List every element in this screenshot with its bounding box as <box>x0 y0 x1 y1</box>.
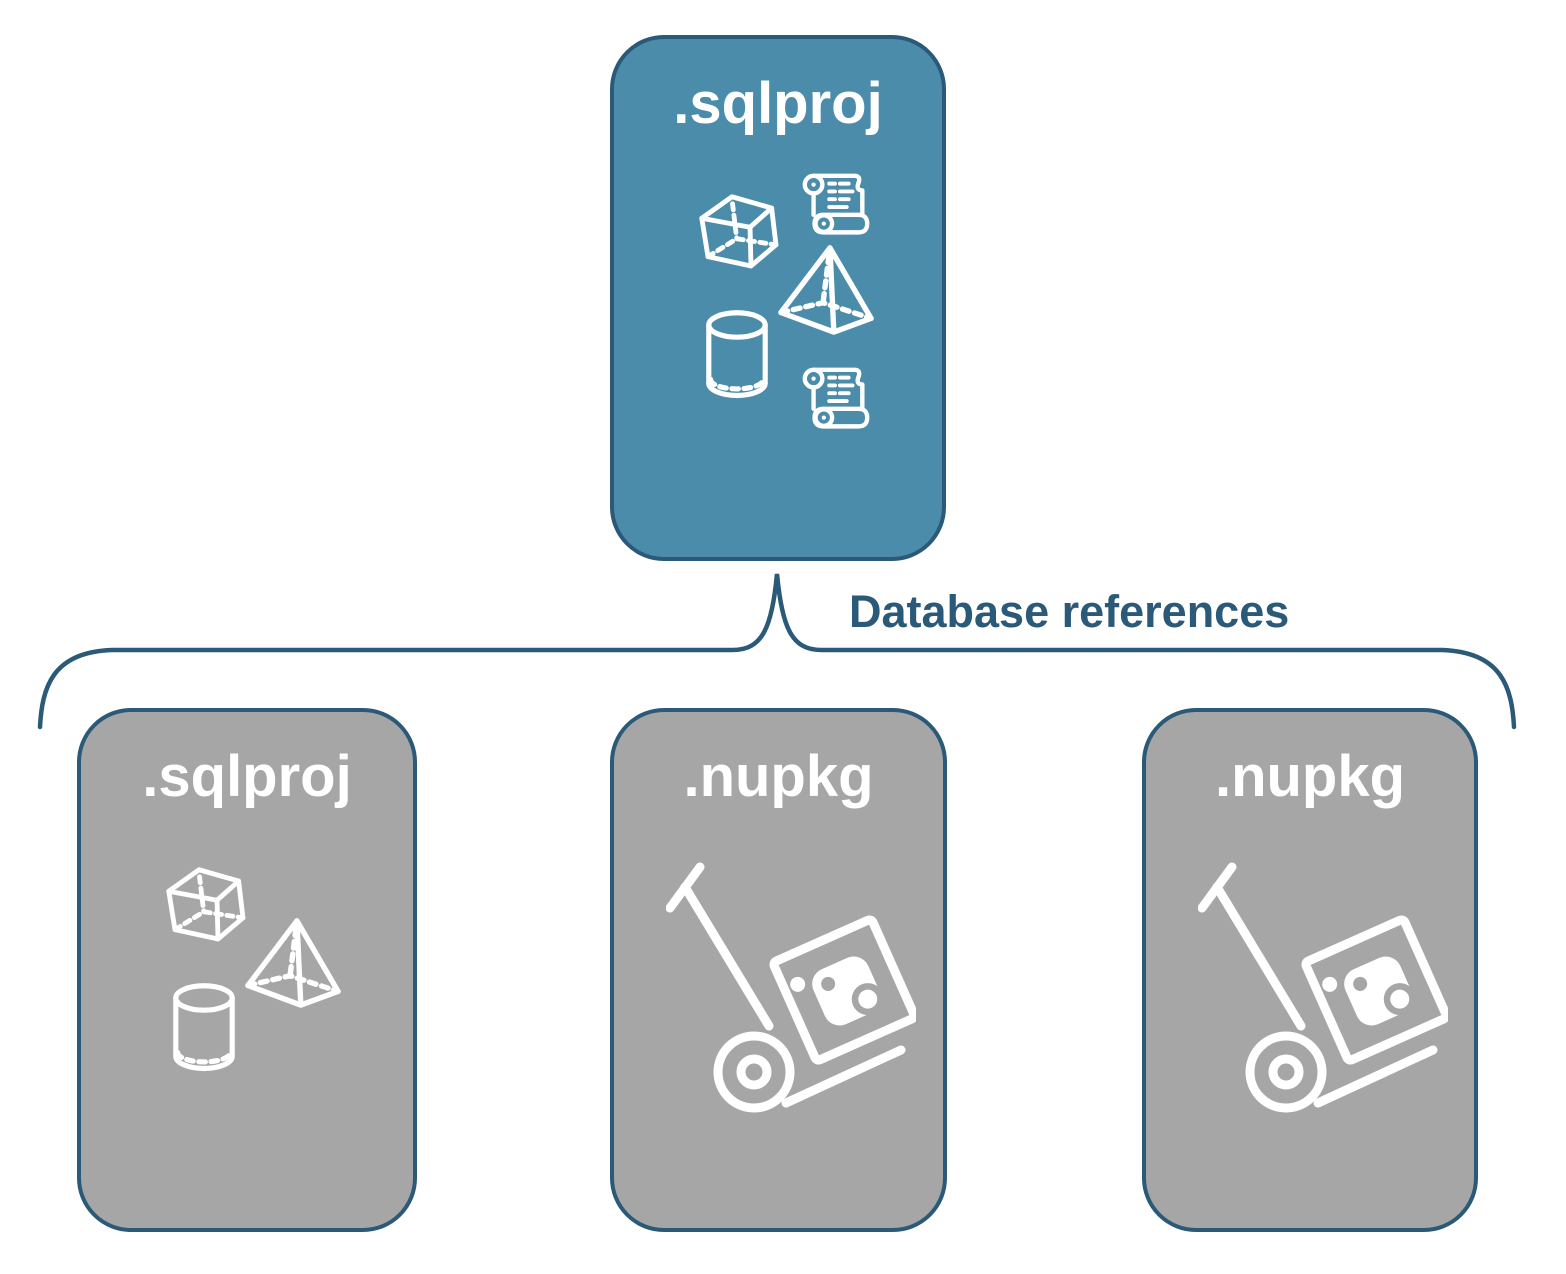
script-scroll-icon <box>797 169 875 247</box>
database-references-label: Database references <box>849 586 1290 637</box>
node-title: .sqlproj <box>142 744 352 809</box>
nuget-dolly-icon <box>666 862 916 1122</box>
node-title: .nupkg <box>1214 744 1406 809</box>
node-sqlproj-child: .sqlproj <box>77 708 417 1232</box>
nuget-dolly-icon <box>1198 862 1448 1122</box>
node-sqlproj-root: .sqlproj <box>610 35 946 561</box>
script-scroll-icon <box>797 363 875 441</box>
database-references-brace <box>37 573 1517 730</box>
cylinder-icon <box>704 309 770 403</box>
cylinder-icon <box>171 982 237 1076</box>
node-nupkg-child-1: .nupkg <box>610 708 947 1232</box>
node-title: .sqlproj <box>673 71 883 136</box>
cube-icon <box>163 864 251 952</box>
pyramid-icon <box>244 915 342 1009</box>
pyramid-icon <box>777 242 875 336</box>
cube-icon <box>696 191 784 279</box>
node-title: .nupkg <box>683 744 874 809</box>
node-nupkg-child-2: .nupkg <box>1142 708 1478 1232</box>
